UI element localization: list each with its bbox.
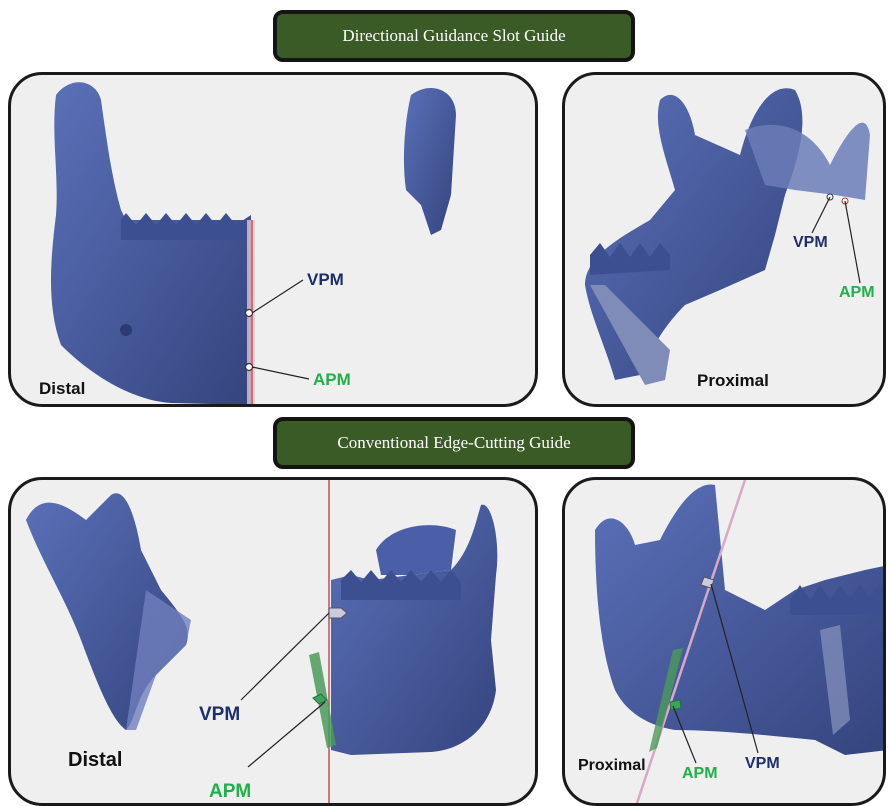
teeth-row [121,213,251,240]
mandible-distal-render [11,75,538,407]
side-label-proximal: Proximal [578,758,646,774]
apm-leader [248,702,325,767]
vpm-label: VPM [745,756,780,772]
vpm-label: VPM [793,235,828,251]
mandible-proximal-render [565,75,886,407]
banner-conventional-edge-cutting-guide: Conventional Edge-Cutting Guide [273,417,635,469]
banner-directional-guidance-slot-guide: Directional Guidance Slot Guide [273,10,635,62]
side-label-distal: Distal [39,380,85,397]
banner-title: Directional Guidance Slot Guide [342,26,565,46]
apm-marker [246,364,253,371]
mandible-body [51,82,251,405]
apm-label: APM [313,371,351,388]
vpm-marker [246,310,253,317]
vpm-label: VPM [307,271,344,288]
panel-top-left-distal: VPM APM Distal [8,72,538,407]
apm-label: APM [839,285,875,301]
vpm-leader [252,280,303,313]
apm-label: APM [682,766,718,782]
foramen [120,324,132,336]
panel-top-right-proximal: VPM APM Proximal [562,72,886,407]
vpm-label: VPM [199,705,240,724]
condyle [376,525,456,575]
panel-bottom-left-distal: VPM APM Distal [8,477,538,806]
banner-title: Conventional Edge-Cutting Guide [337,433,570,453]
side-label-proximal: Proximal [697,372,769,389]
side-label-distal: Distal [68,750,122,770]
apm-leader [845,201,860,283]
panel-bottom-right-proximal: VPM APM Proximal [562,477,886,806]
apm-marker [670,700,681,710]
apm-leader [252,367,309,379]
vpm-leader [812,197,830,233]
apm-label: APM [209,782,251,801]
condyle-fragment [404,88,456,235]
